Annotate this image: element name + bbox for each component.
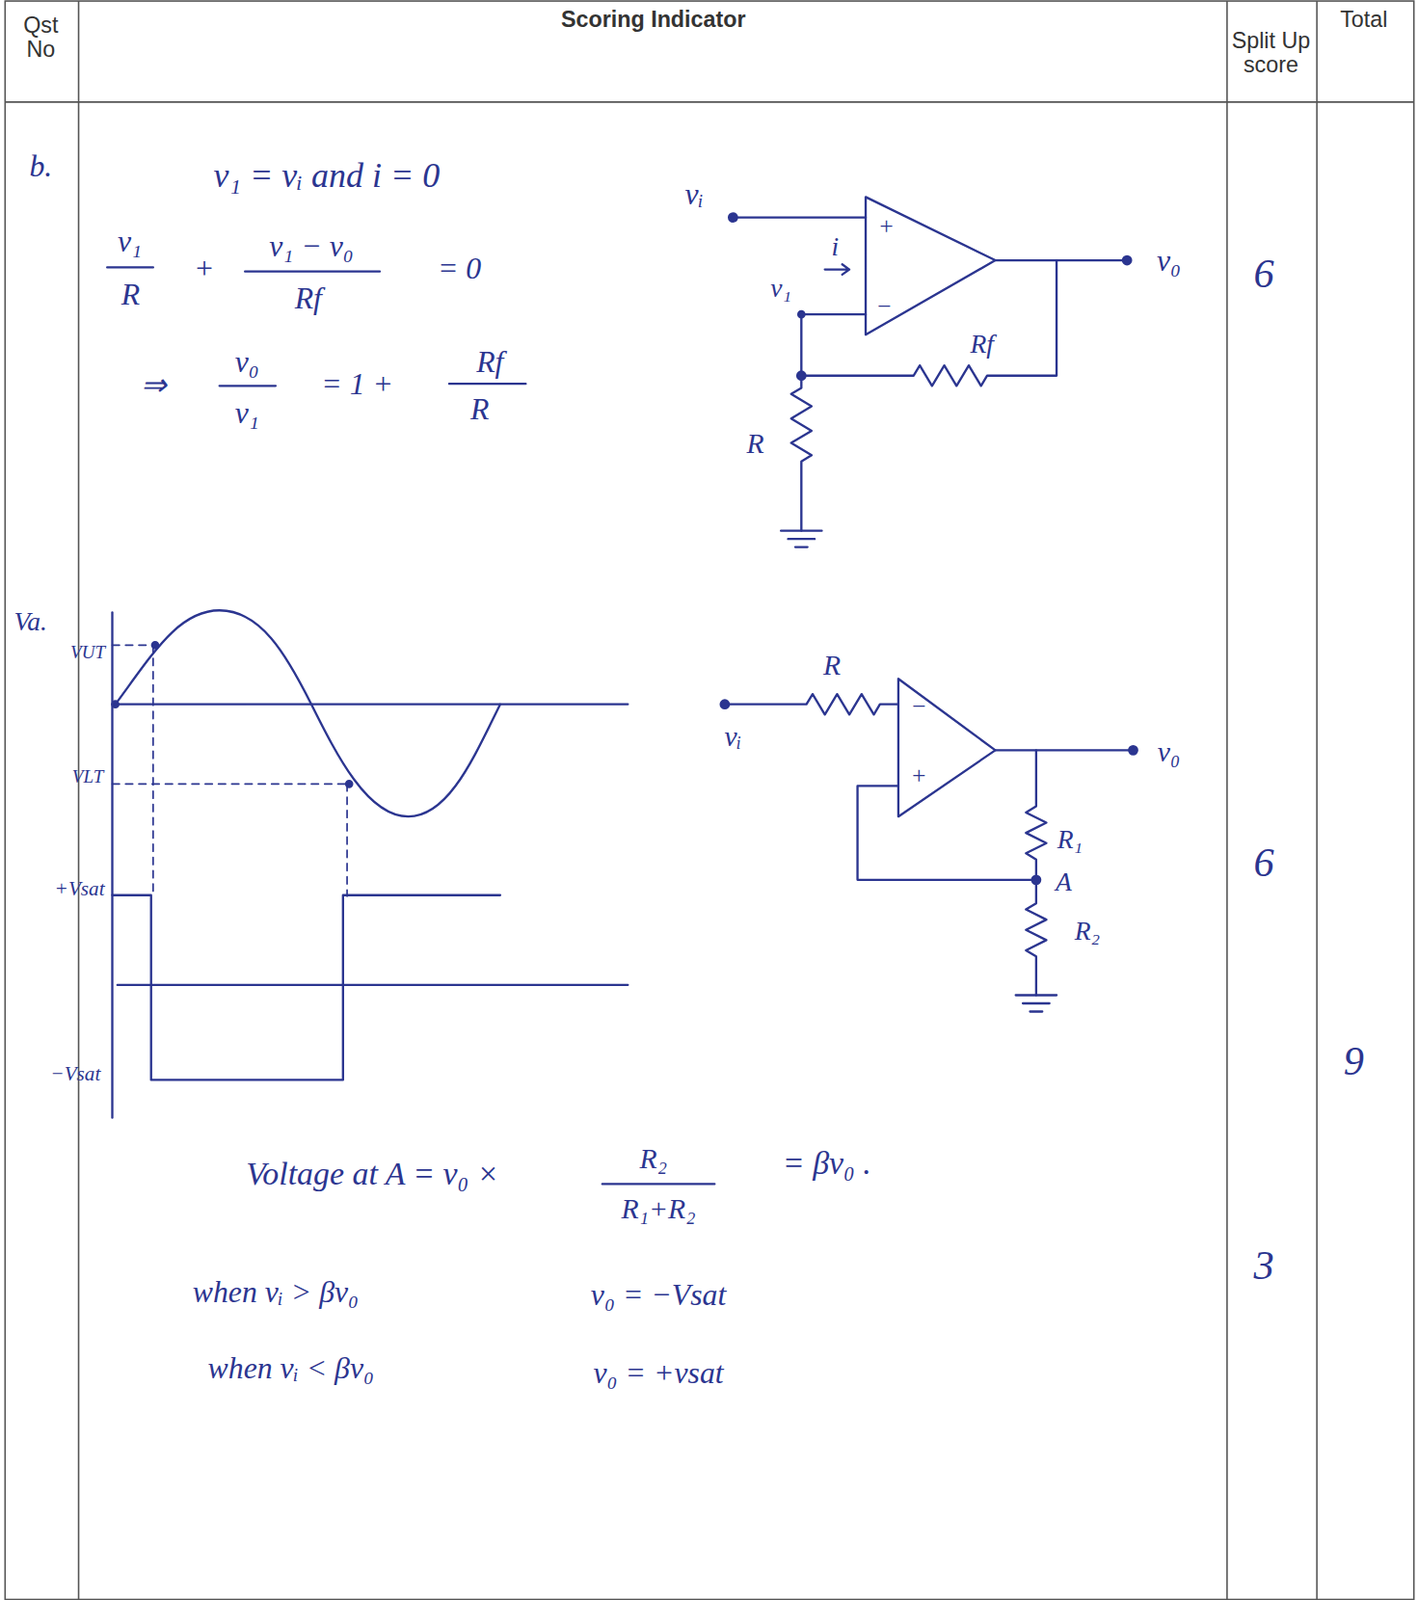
pin-name: − xyxy=(876,293,893,321)
signal-name: v₁ xyxy=(770,274,792,304)
axis-label: VLT xyxy=(72,767,104,788)
signal-name: vᵢ xyxy=(685,177,704,212)
equation-term: v₀ xyxy=(235,344,260,378)
pin-name: + xyxy=(878,213,895,241)
equation-term: R₂ xyxy=(640,1144,668,1177)
axis-label: Va. xyxy=(14,608,48,638)
component-name: R xyxy=(747,428,765,460)
equation-term: = 1 + xyxy=(321,367,394,402)
equation-term: R xyxy=(121,277,140,312)
component-name: R₂ xyxy=(1074,917,1100,947)
equation-term: R₁+R₂ xyxy=(621,1194,696,1227)
score: 3 xyxy=(1253,1243,1274,1289)
equation: v₀ = +vsat xyxy=(593,1356,724,1391)
header-cell: Qst No xyxy=(15,13,67,63)
signal-name: vᵢ xyxy=(723,721,742,753)
equation: Voltage at A = v₀ × xyxy=(245,1155,499,1192)
equation: when vᵢ < βv₀ xyxy=(208,1351,375,1386)
header-cell: Scoring Indicator xyxy=(561,7,747,33)
equation: v₀ = −Vsat xyxy=(590,1277,726,1311)
equation-term: Rf xyxy=(476,344,504,378)
equation: when vᵢ > βv₀ xyxy=(192,1274,359,1309)
pin-name: − xyxy=(910,693,928,721)
table-grid xyxy=(4,0,1414,1600)
node-name: A xyxy=(1055,868,1072,898)
equation-term: v₁ − v₀ xyxy=(268,229,354,264)
axis-label: +Vsat xyxy=(54,877,106,900)
component-name: R xyxy=(823,649,841,682)
score: 9 xyxy=(1343,1039,1365,1085)
equation-term: Rf xyxy=(294,281,322,316)
component-name: Rf xyxy=(970,330,994,360)
header-cell: Total xyxy=(1339,7,1388,33)
equation: v₁ = vᵢ and i = 0 xyxy=(213,156,440,195)
signal-name: v₀ xyxy=(1157,736,1180,769)
equation-term: R xyxy=(470,391,489,426)
question-number: b. xyxy=(28,148,53,183)
axis-label: VUT xyxy=(70,642,106,664)
header-cell: Split Up score xyxy=(1230,27,1311,78)
equation: = βv₀ . xyxy=(782,1146,872,1182)
equation-term: = 0 xyxy=(437,250,482,285)
score: 6 xyxy=(1253,251,1274,297)
signal-name: i xyxy=(830,233,839,263)
equation-term: v₁ xyxy=(235,395,260,429)
equation-term: + xyxy=(193,250,215,285)
pin-name: + xyxy=(910,762,928,790)
handwriting-ink xyxy=(107,196,1138,1184)
score: 6 xyxy=(1253,840,1274,886)
equation-term: v₁ xyxy=(117,223,142,258)
axis-label: −Vsat xyxy=(50,1062,101,1085)
component-name: R₁ xyxy=(1057,825,1083,855)
equation-term: ⇒ xyxy=(140,368,166,402)
signal-name: v₀ xyxy=(1156,243,1181,278)
